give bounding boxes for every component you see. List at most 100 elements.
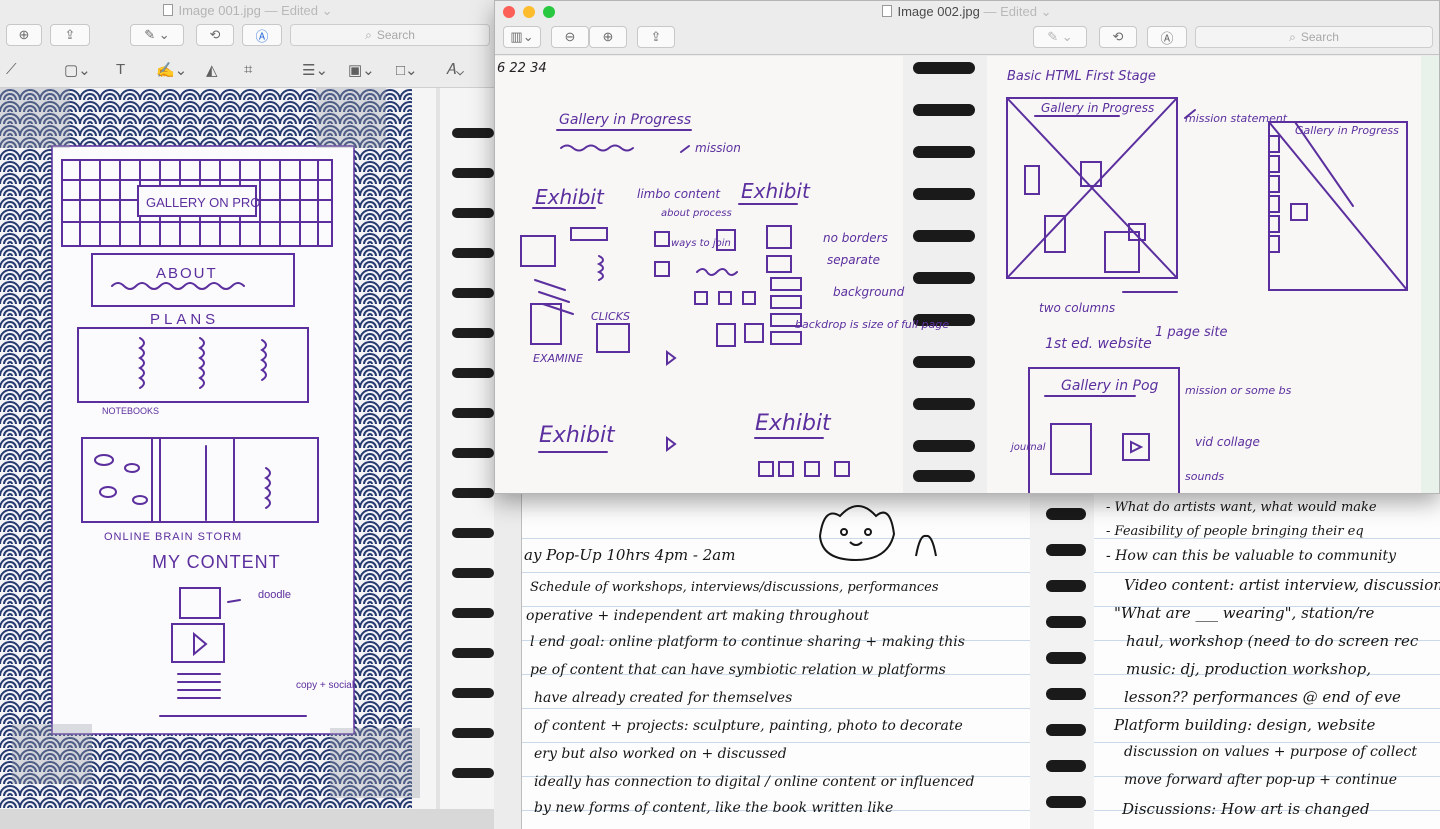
sign-icon[interactable]: ✍⌄ [156,62,188,79]
markup-toolbar: ⟋ ▢⌄ T ✍⌄ ◭ ⌗ ☰⌄ ▣⌄ □⌄ 𝐴⌄ [0,54,496,88]
markup-pen-button[interactable]: ✎ ⌄ [130,24,184,46]
cat-doodle [818,505,937,562]
sketch-doodle-label: doodle [258,589,291,601]
window-titlebar[interactable]: Image 002.jpg — Edited ⌄ [495,1,1439,23]
search-placeholder: Search [1300,30,1339,44]
sketch-date: 6 22 34 [497,61,547,76]
note-line: - Feasibility of people bringing their e… [1106,524,1364,539]
note-line: have already created for themselves [534,690,793,706]
rotate-icon: ⟲ [209,27,221,42]
markup-toggle-button[interactable]: Ⓐ [242,24,282,46]
text-style-icon[interactable]: 𝐴⌄ [446,61,465,78]
share-button[interactable]: ⇪ [50,24,90,46]
fill-color-icon[interactable]: □⌄ [396,62,418,79]
note-line: discussion on values + purpose of collec… [1124,744,1417,760]
rotate-button[interactable]: ⟲ [1099,26,1137,48]
sketch-mission-statement: mission statement [1185,112,1288,125]
sketch-my-content-label: MY CONTENT [152,552,281,572]
sketch-two-columns: two columns [1039,301,1115,315]
pen-icon: ✎ ⌄ [144,27,170,42]
shapes-icon[interactable]: ▢⌄ [64,62,91,79]
window-titlebar[interactable]: Image 001.jpg — Edited ⌄ [0,0,496,22]
close-button[interactable] [503,6,515,18]
rotate-icon: ⟲ [1112,29,1124,44]
minimize-button[interactable] [523,6,535,18]
note-line: - What do artists want, what would make [1106,500,1377,515]
note-line: ay Pop-Up 10hrs 4pm - 2am [524,546,736,564]
sketch-image-002: 6 22 34 Gallery in Progress mission Exhi… [495,56,1439,493]
sketch-no-borders: no borders [823,231,888,245]
sketch-ways-to-join: ways to join [671,238,731,249]
note-line: Discussions: How art is changed [1122,800,1370,818]
zoom-in-icon: ⊕ [602,29,614,44]
zoom-button[interactable] [543,6,555,18]
image-002-canvas: 6 22 34 Gallery in Progress mission Exhi… [495,56,1439,493]
sketch-exhibit-4: Exhibit [755,411,832,436]
note-line: music: dj, production workshop, [1126,660,1372,678]
sketch-exhibit-2: Exhibit [741,179,811,203]
search-field[interactable]: ⌕ Search [290,24,490,46]
sketch-about-label: ABOUT [156,265,218,282]
sketch-gallery-in-pog: Gallery in Pog [1061,378,1159,394]
markup-icon: Ⓐ [255,28,269,44]
note-line: l end goal: online platform to continue … [530,634,965,650]
window-title: Image 002.jpg [897,4,980,19]
sketch-brainstorm-label: ONLINE BRAIN STORM [104,531,242,543]
sketch-copy-social-label: copy + social [296,680,354,691]
sidebar-button[interactable]: ▥⌄ [503,26,541,48]
zoom-in-button[interactable]: ⊕ [6,24,42,46]
search-field[interactable]: ⌕ Search [1195,26,1433,48]
sketch-mission-bs: mission or some bs [1185,384,1292,397]
chevron-down-icon[interactable]: ⌄ [1040,4,1052,19]
spiral-binding [452,128,494,778]
image-001-canvas: GALLERY ON PRO ABOUT PLANS NOTEBOOKS ONL… [0,88,496,829]
sketch-image-001: GALLERY ON PRO ABOUT PLANS NOTEBOOKS ONL… [0,88,496,829]
text-icon[interactable]: T [116,61,126,78]
note-line: Video content: artist interview, discuss… [1124,576,1440,594]
adjust-color-icon[interactable]: ◭ [206,62,218,79]
sketch-plans-label: PLANS [150,311,219,328]
zoom-in-icon: ⊕ [18,27,30,42]
search-icon: ⌕ [365,27,372,42]
sketch-limbo: limbo content [637,187,721,201]
document-icon [882,5,893,17]
zoom-out-button[interactable]: ⊖ [551,26,589,48]
line-style-icon[interactable]: ☰⌄ [302,62,329,79]
note-line: pe of content that can have symbiotic re… [530,662,946,678]
sketch-one-page-site: 1 page site [1155,325,1227,340]
window-edge [494,494,522,829]
note-line: by new forms of content, like the book w… [534,800,894,816]
pen-icon: ✎ ⌄ [1047,29,1073,44]
note-line: Platform building: design, website [1114,716,1376,734]
image-001-window[interactable]: Image 001.jpg — Edited ⌄ ⊕ ⇪ ✎ ⌄ ⟲ Ⓐ ⌕ S… [0,0,496,829]
image-002-window[interactable]: Image 002.jpg — Edited ⌄ ▥⌄ ⊖ ⊕ ⇪ ✎ ⌄ ⟲ … [494,0,1440,494]
sketch-backdrop: backdrop is size of full page [795,318,949,331]
note-line: move forward after pop-up + continue [1124,772,1398,788]
note-line: ery but also worked on + discussed [534,746,787,762]
zoom-out-icon: ⊖ [564,29,576,44]
notebook-page: ay Pop-Up 10hrs 4pm - 2am Schedule of wo… [494,494,1440,829]
markup-toggle-button[interactable]: Ⓐ [1147,26,1187,48]
zoom-in-button[interactable]: ⊕ [589,26,627,48]
sketch-separate: separate [827,253,880,267]
note-line: "What are ___ wearing", station/re [1114,604,1375,622]
markup-icon: Ⓐ [1160,30,1174,46]
note-line: operative + independent art making throu… [526,608,869,624]
share-button[interactable]: ⇪ [637,26,675,48]
crop-icon[interactable]: ⌗ [244,61,253,78]
edited-indicator: — Edited [264,3,318,18]
sketch-about-process: about process [661,208,732,219]
border-color-icon[interactable]: ▣⌄ [348,62,375,79]
search-placeholder: Search [376,28,415,42]
sketch-icon[interactable]: ⟋ [6,61,17,78]
rotate-button[interactable]: ⟲ [196,24,234,46]
sketch-examine: EXAMINE [533,352,583,365]
spiral-binding [913,62,975,482]
note-line: haul, workshop (need to do screen rec [1126,632,1419,650]
markup-pen-button[interactable]: ✎ ⌄ [1033,26,1087,48]
toolbar: ▥⌄ ⊖ ⊕ ⇪ ✎ ⌄ ⟲ Ⓐ ⌕ Search [495,23,1439,55]
chevron-down-icon[interactable]: ⌄ [321,3,333,18]
sketch-notebooks-label: NOTEBOOKS [102,406,159,416]
window-title: Image 001.jpg [178,3,261,18]
note-line: ideally has connection to digital / onli… [534,774,975,790]
